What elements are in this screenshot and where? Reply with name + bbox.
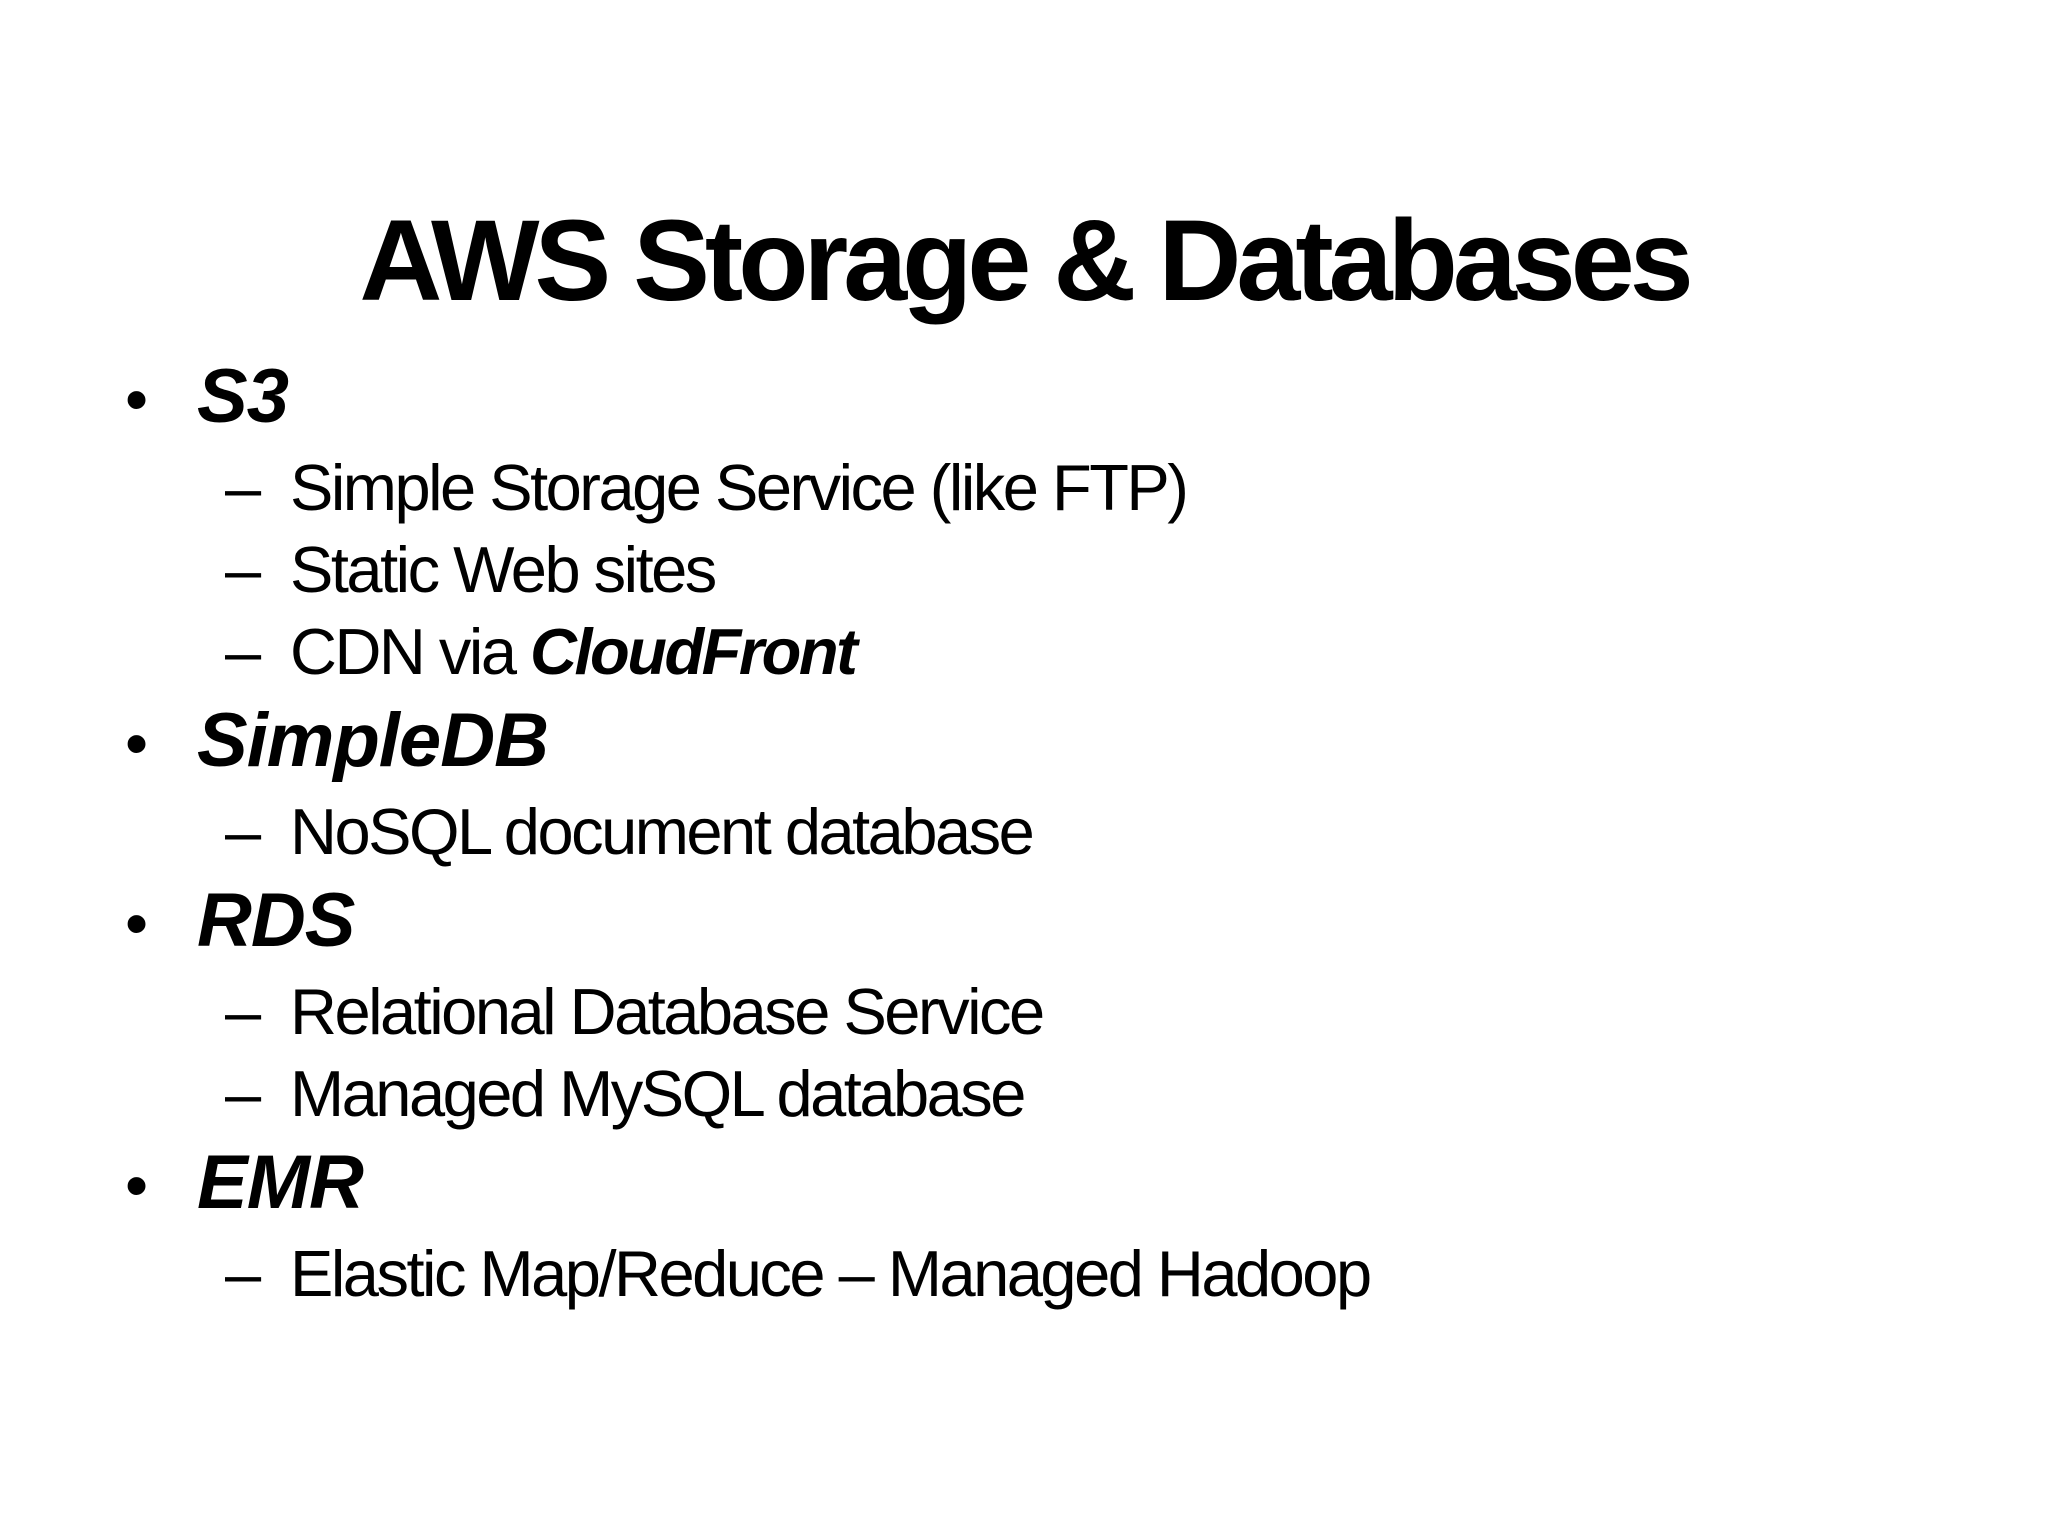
bullet-icon: • [125, 706, 149, 780]
bullet-icon: • [125, 886, 149, 960]
dash-icon: – [225, 615, 262, 688]
bullet-list: • S3 – Simple Storage Service (like FTP)… [0, 349, 2048, 1315]
bullet-icon: • [125, 362, 149, 436]
sub-item-text: CDN via CloudFront [290, 611, 858, 693]
sub-item-text: Simple Storage Service (like FTP) [290, 447, 1189, 529]
bullet-item-emr: • EMR [0, 1135, 2048, 1233]
sub-item-text-emphasis: CloudFront [530, 615, 858, 688]
sub-item-text-plain: Relational Database Service [290, 975, 1045, 1048]
sub-item-static-web-sites: – Static Web sites [0, 529, 2048, 611]
sub-item-text: NoSQL document database [290, 791, 1035, 873]
sub-item-nosql-document-database: – NoSQL document database [0, 791, 2048, 873]
sub-item-text: Static Web sites [290, 529, 717, 611]
sub-item-text: Elastic Map/Reduce – Managed Hadoop [290, 1233, 1372, 1315]
sub-item-text-plain: CDN via [290, 615, 531, 688]
sub-item-cdn-cloudfront: – CDN via CloudFront [0, 611, 2048, 693]
dash-icon: – [225, 1057, 262, 1130]
sub-item-text: Managed MySQL database [290, 1053, 1026, 1135]
dash-icon: – [225, 975, 262, 1048]
bullet-item-rds: • RDS [0, 873, 2048, 971]
sub-item-relational-database-service: – Relational Database Service [0, 971, 2048, 1053]
slide-title: AWS Storage & Databases [359, 197, 1693, 326]
sub-item-simple-storage-service: – Simple Storage Service (like FTP) [0, 447, 2048, 529]
bullet-item-label: S3 [197, 354, 289, 439]
bullet-item-s3: • S3 [0, 349, 2048, 447]
bullet-item-label: EMR [197, 1140, 364, 1225]
sub-item-text-plain: Static Web sites [290, 533, 717, 606]
dash-icon: – [225, 1237, 262, 1310]
sub-item-managed-mysql-database: – Managed MySQL database [0, 1053, 2048, 1135]
sub-item-elastic-mapreduce: – Elastic Map/Reduce – Managed Hadoop [0, 1233, 2048, 1315]
bullet-item-simpledb: • SimpleDB [0, 693, 2048, 791]
sub-item-text-plain: NoSQL document database [290, 795, 1035, 868]
dash-icon: – [225, 533, 262, 606]
bullet-item-label: SimpleDB [197, 698, 549, 783]
bullet-icon: • [125, 1148, 149, 1222]
bullet-item-label: RDS [197, 878, 355, 963]
sub-item-text-plain: Managed MySQL database [290, 1057, 1026, 1130]
dash-icon: – [225, 795, 262, 868]
sub-item-text-plain: Simple Storage Service (like FTP) [290, 451, 1189, 524]
dash-icon: – [225, 451, 262, 524]
sub-item-text: Relational Database Service [290, 971, 1045, 1053]
sub-item-text-plain: Elastic Map/Reduce – Managed Hadoop [290, 1237, 1372, 1310]
